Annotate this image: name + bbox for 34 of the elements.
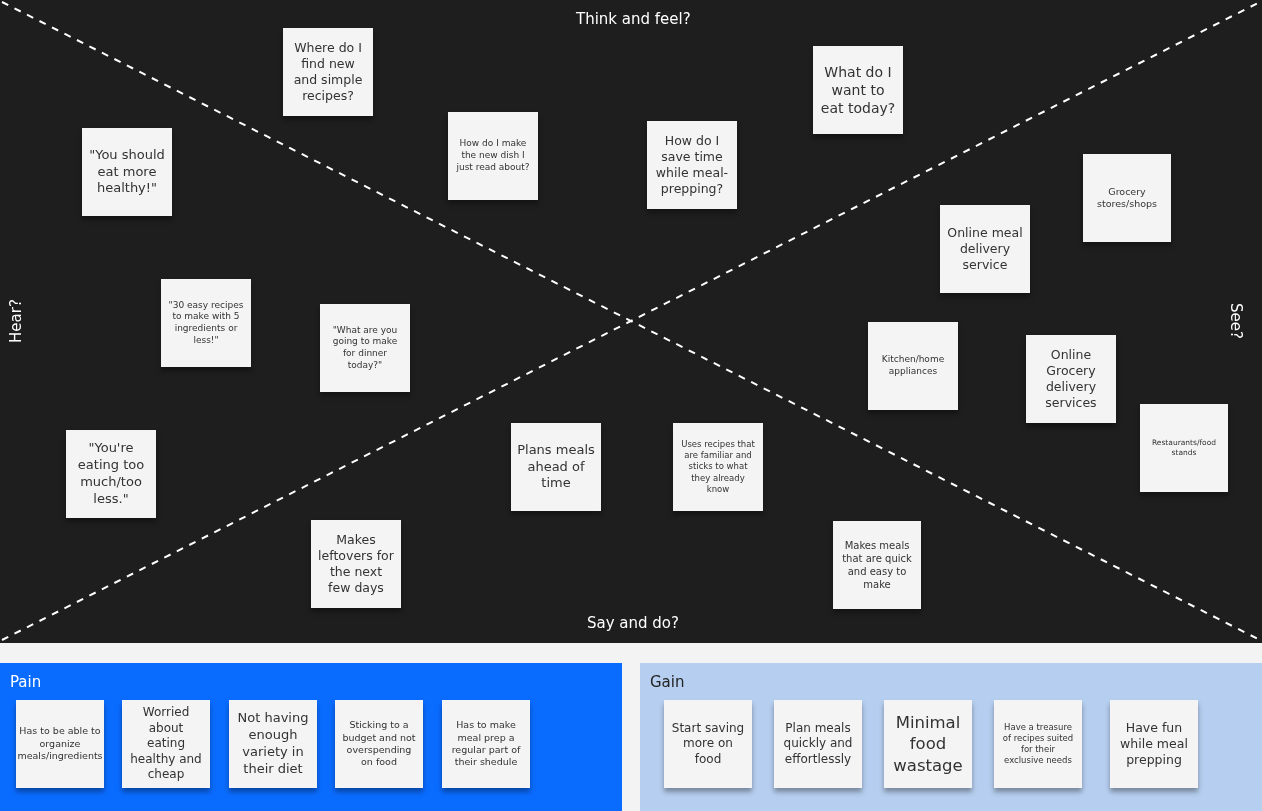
sticky-note: "You should eat more healthy!"	[82, 128, 172, 216]
sticky-note: Uses recipes that are familiar and sticks to what they already know	[673, 423, 763, 511]
pain-panel	[0, 663, 622, 811]
quadrant-label: Hear?	[6, 299, 25, 343]
sticky-note: Kitchen/home appliances	[868, 322, 958, 410]
quadrant-label: See?	[1227, 303, 1245, 339]
sticky-note: Sticking to a budget and not overspending on food	[335, 700, 423, 788]
sticky-note: Start saving more on food	[664, 700, 752, 788]
sticky-note: Online Grocery delivery services	[1026, 335, 1116, 423]
sticky-note: "What are you going to make for dinner today?"	[320, 304, 410, 392]
sticky-note: Plan meals quickly and effortlessly	[774, 700, 862, 788]
sticky-note: Online meal delivery service	[940, 205, 1030, 293]
sticky-note: "30 easy recipes to make with 5 ingredients or less!"	[161, 279, 251, 367]
sticky-note: Not having enough variety in their diet	[229, 700, 317, 788]
panel-heading: Gain	[650, 673, 685, 691]
sticky-note: Makes leftovers for the next few days	[311, 520, 401, 608]
sticky-note: How do I save time while meal-prepping?	[647, 121, 737, 209]
sticky-note: Has to be able to organize meals/ingredients	[16, 700, 104, 788]
sticky-note: Have fun while meal prepping	[1110, 700, 1198, 788]
quadrant-label: Say and do?	[587, 614, 679, 632]
sticky-note: What do I want to eat today?	[813, 46, 903, 134]
sticky-note: Grocery stores/shops	[1083, 154, 1171, 242]
sticky-note: Where do I find new and simple recipes?	[283, 28, 373, 116]
sticky-note: Have a treasure of recipes suited for their exclusive needs	[994, 700, 1082, 788]
sticky-note: Makes meals that are quick and easy to make	[833, 521, 921, 609]
gain-panel	[640, 663, 1262, 811]
quadrant-label: Think and feel?	[576, 10, 691, 28]
sticky-note: How do I make the new dish I just read about?	[448, 112, 538, 200]
panel-heading: Pain	[10, 673, 42, 691]
sticky-note: "You're eating too much/too less."	[66, 430, 156, 518]
sticky-note: Worried about eating healthy and cheap	[122, 700, 210, 788]
sticky-note: Has to make meal prep a regular part of their shedule	[442, 700, 530, 788]
sticky-note: Minimal food wastage	[884, 700, 972, 788]
sticky-note: Plans meals ahead of time	[511, 423, 601, 511]
